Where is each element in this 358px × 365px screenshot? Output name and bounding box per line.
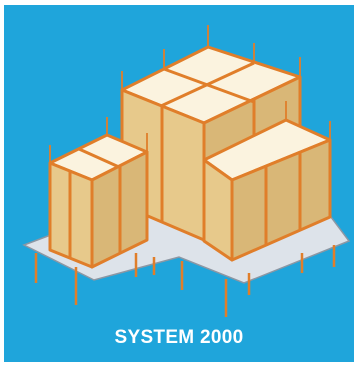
- foundation-piles: [34, 245, 336, 317]
- right-block: [202, 118, 332, 262]
- tile-caption: SYSTEM 2000: [114, 327, 244, 348]
- building-frame-illustration: [22, 25, 351, 317]
- tile-panel: SYSTEM 2000: [4, 5, 354, 362]
- left-block: [48, 133, 149, 269]
- rebar-tops: [49, 25, 331, 163]
